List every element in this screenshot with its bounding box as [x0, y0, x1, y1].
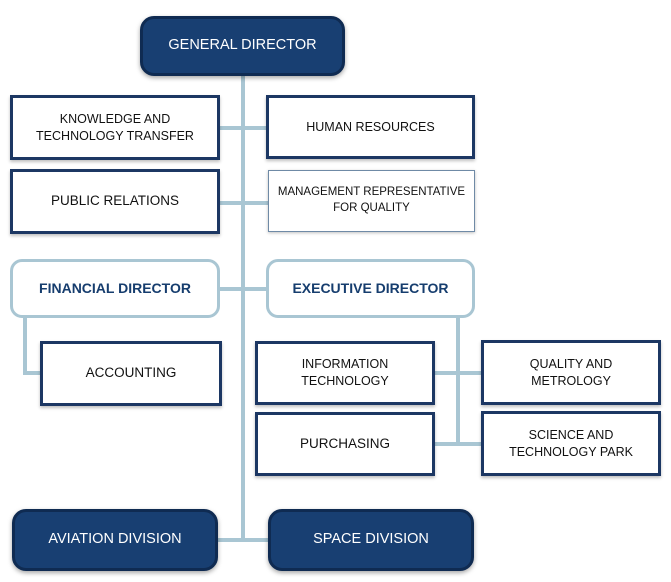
accounting-node[interactable]: ACCOUNTING: [40, 341, 222, 406]
general-director-node[interactable]: GENERAL DIRECTOR: [140, 16, 345, 76]
purchasing-node[interactable]: PURCHASING: [255, 412, 435, 476]
quality-metrology-node[interactable]: QUALITY AND METROLOGY: [481, 340, 661, 405]
aviation-division-node[interactable]: AVIATION DIVISION: [12, 509, 218, 571]
accounting-label: ACCOUNTING: [85, 365, 177, 381]
knowledge-transfer-node[interactable]: KNOWLEDGE AND TECHNOLOGY TRANSFER: [10, 95, 220, 160]
human-resources-node[interactable]: HUMAN RESOURCES: [266, 95, 475, 159]
information-technology-node[interactable]: INFORMATION TECHNOLOGY: [255, 341, 435, 405]
executive-director-label: EXECUTIVE DIRECTOR: [292, 280, 449, 297]
management-rep-quality-label: MANAGEMENT REPRESENTATIVE FOR QUALITY: [277, 186, 466, 214]
financial-to-accounting-line: [23, 316, 42, 375]
human-resources-label: HUMAN RESOURCES: [306, 119, 435, 134]
financial-director-node[interactable]: FINANCIAL DIRECTOR: [10, 259, 220, 318]
space-division-node[interactable]: SPACE DIVISION: [268, 509, 474, 571]
science-tech-park-label: SCIENCE AND TECHNOLOGY PARK: [509, 427, 633, 459]
public-relations-label: PUBLIC RELATIONS: [50, 193, 180, 209]
management-rep-quality-node[interactable]: MANAGEMENT REPRESENTATIVE FOR QUALITY: [268, 170, 475, 232]
financial-director-label: FINANCIAL DIRECTOR: [39, 280, 191, 297]
space-division-label: SPACE DIVISION: [313, 531, 429, 548]
aviation-division-label: AVIATION DIVISION: [48, 531, 182, 548]
executive-director-node[interactable]: EXECUTIVE DIRECTOR: [266, 259, 475, 318]
general-director-label: GENERAL DIRECTOR: [168, 37, 317, 54]
quality-metrology-label: QUALITY AND METROLOGY: [529, 356, 613, 388]
science-tech-park-node[interactable]: SCIENCE AND TECHNOLOGY PARK: [481, 411, 661, 476]
public-relations-node[interactable]: PUBLIC RELATIONS: [10, 169, 220, 234]
information-technology-label: INFORMATION TECHNOLOGY: [301, 357, 389, 388]
knowledge-transfer-label: KNOWLEDGE AND TECHNOLOGY TRANSFER: [36, 111, 194, 143]
purchasing-label: PURCHASING: [299, 435, 390, 451]
